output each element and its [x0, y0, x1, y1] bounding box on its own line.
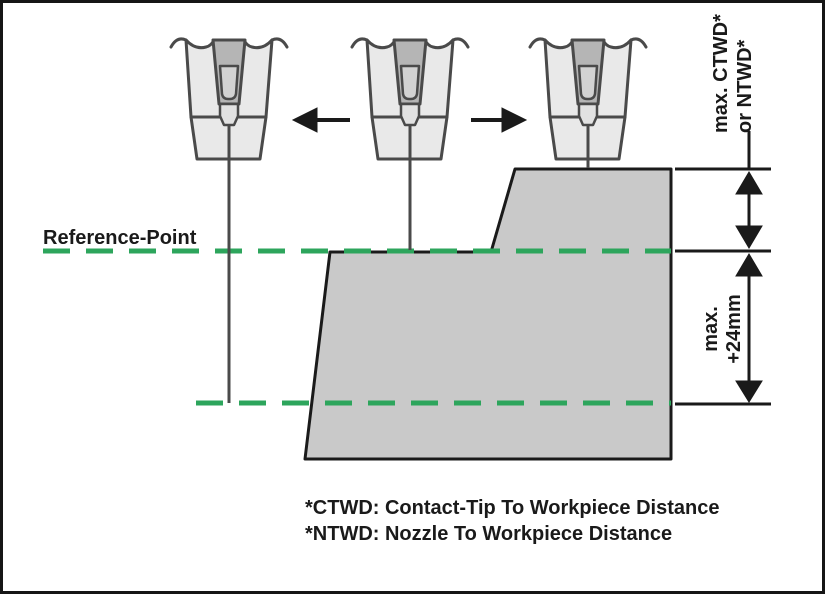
dimension-ticks: [675, 167, 771, 406]
legend-ctwd: *CTWD: Contact-Tip To Workpiece Distance: [305, 497, 720, 519]
lower-dimension-label-line1: max.: [700, 306, 722, 352]
upper-dimension-label-line1: max. CTWD*: [710, 14, 732, 133]
double-headed-vertical-arrow-icon: [735, 131, 763, 249]
double-headed-vertical-arrow-icon: [735, 253, 763, 403]
arrow-right-icon: [471, 107, 528, 133]
wire-electrodes: [227, 125, 590, 403]
lower-dimension-label-line2: +24mm: [723, 294, 745, 364]
upper-dimension-label: max. CTWD* or NTWD*: [709, 11, 757, 133]
legend: *CTWD: Contact-Tip To Workpiece Distance…: [305, 495, 719, 547]
reference-point-label: Reference-Point: [43, 227, 197, 249]
upper-dimension-label-line2: or NTWD*: [734, 39, 756, 133]
lower-dimension-label: max. +24mm: [700, 273, 746, 385]
legend-ntwd: *NTWD: Nozzle To Workpiece Distance: [305, 523, 673, 545]
workpiece-shape: [303, 167, 673, 461]
torch-distance-diagram: [43, 37, 771, 461]
arrow-left-icon: [291, 107, 350, 133]
